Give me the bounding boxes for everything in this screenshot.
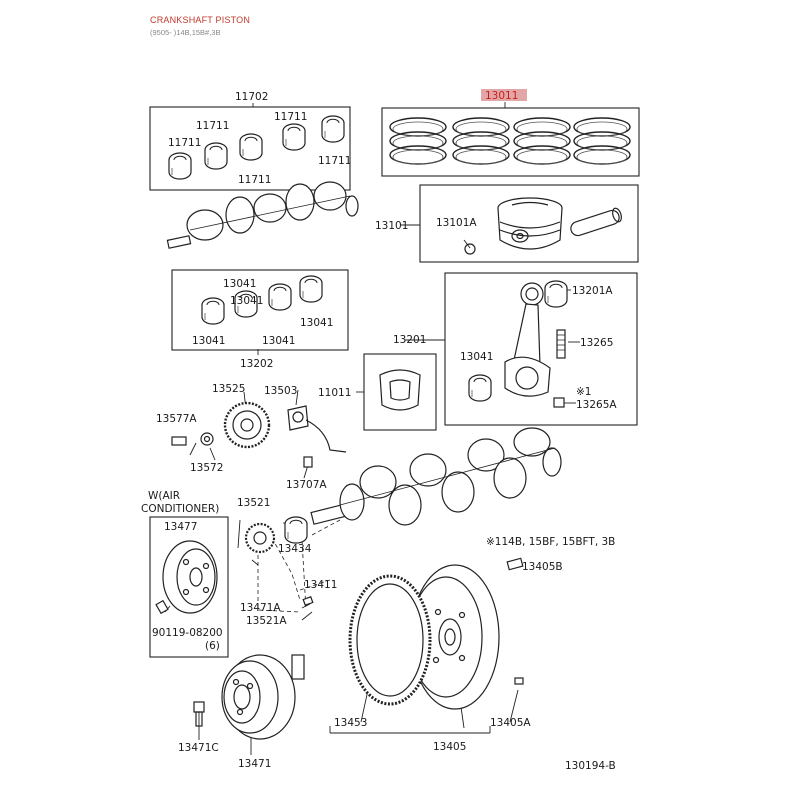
callout-11702: 11702 (235, 91, 268, 103)
callout-mark1: ※1 (576, 386, 591, 398)
diagram-subtitle: (9505- )14B,15B#,3B (150, 28, 221, 37)
callout-13041-f: 13041 (460, 351, 493, 363)
callout-13201A: 13201A (572, 285, 613, 297)
ac-pulley (155, 540, 218, 615)
note-engine-models: ※114B, 15BF, 15BFT, 3B (486, 536, 615, 548)
callout-13041-c: 13041 (192, 335, 225, 347)
callout-13011: 13011 (485, 90, 518, 102)
callout-13521A: 13521A (246, 615, 287, 627)
callout-13453: 13453 (334, 717, 367, 729)
callout-13101A: 13101A (436, 217, 477, 229)
thrust-washer (379, 369, 421, 411)
callout-11011: 11011 (318, 387, 351, 399)
callout-13041-a: 13041 (223, 278, 256, 290)
frame-13202 (171, 269, 349, 351)
callout-13041-e: 13041 (300, 317, 333, 329)
callout-13521: 13521 (237, 497, 270, 509)
callout-13525: 13525 (212, 383, 245, 395)
callout-13101: 13101 (375, 220, 408, 232)
diagram-title: CRANKSHAFT PISTON (150, 15, 251, 25)
figure-code: 130194-B (565, 760, 616, 772)
callout-13041-d: 13041 (262, 335, 295, 347)
callout-11711-d: 11711 (318, 155, 351, 167)
crankshaft-main (244, 427, 562, 554)
callout-13471C: 13471C (178, 742, 219, 754)
callout-13405A: 13405A (490, 717, 531, 729)
callout-11711-a: 11711 (196, 120, 229, 132)
piston-assembly (464, 197, 622, 255)
callout-13405: 13405 (433, 741, 466, 753)
frame-13477 (149, 516, 229, 658)
callout-13471A: 13471A (240, 602, 281, 614)
callout-90119-08200: 90119-08200 (152, 627, 223, 639)
callout-13471: 13471 (238, 758, 271, 770)
frame-11702 (149, 106, 351, 191)
callout-13577A: 13577A (156, 413, 197, 425)
frame-13201 (444, 272, 638, 426)
callout-labels: 11702 11711 11711 11711 11711 11711 1301… (141, 89, 617, 772)
connecting-rod (468, 280, 568, 408)
crankshaft-top (166, 181, 359, 249)
crank-pulley (193, 596, 314, 740)
part-frames (149, 106, 640, 658)
callout-13265A: 13265A (576, 399, 617, 411)
flywheel-group (348, 557, 524, 710)
piston-ring-set (389, 117, 631, 165)
callout-13411: 13411 (304, 579, 337, 591)
callout-wac-1: W(AIR (148, 490, 180, 502)
frame-11011 (363, 353, 437, 431)
timing-gear-group (171, 401, 347, 468)
callout-11711-e: 11711 (238, 174, 271, 186)
callout-13572: 13572 (190, 462, 223, 474)
callout-13265: 13265 (580, 337, 613, 349)
callout-13707A: 13707A (286, 479, 327, 491)
frame-13011 (381, 107, 640, 177)
callout-highlight (481, 89, 527, 101)
callout-11711-c: 11711 (274, 111, 307, 123)
frame-13101 (419, 184, 639, 263)
callout-13202: 13202 (240, 358, 273, 370)
callout-13477: 13477 (164, 521, 197, 533)
callout-qty-6: (6) (205, 640, 220, 652)
callout-wac-2: CONDITIONER) (141, 503, 219, 515)
callout-13503: 13503 (264, 385, 297, 397)
callout-13434: 13434 (278, 543, 312, 555)
callout-13405B: 13405B (522, 561, 563, 573)
callout-11711-b: 11711 (168, 137, 201, 149)
callout-13201: 13201 (393, 334, 426, 346)
callout-13041-b: 13041 (230, 295, 263, 307)
